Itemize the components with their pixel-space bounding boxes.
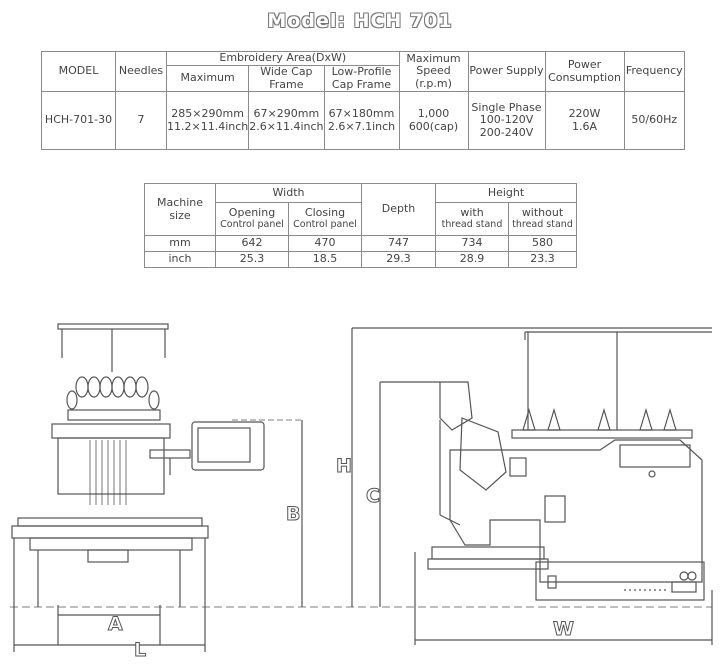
header-opening: Opening Control panel: [215, 202, 289, 236]
head-top: [51, 423, 171, 439]
cell-consumption-1: 220W: [568, 107, 601, 121]
header-height: Height: [435, 183, 577, 203]
cell-wide-mm: 67×290mm: [253, 107, 320, 121]
header-low-profile-cap-frame: Low-Profile Cap Frame: [323, 64, 400, 93]
cell-opening: 642: [215, 235, 289, 252]
cell-wide: 67×290mm 2.6×11.4inch: [248, 91, 325, 151]
header-needles: Needles: [115, 50, 167, 93]
spool-holder: [511, 429, 693, 439]
cell-with: 28.9: [435, 251, 509, 268]
header-closing-sub: Control panel: [293, 218, 357, 230]
header-power-supply: Power Supply: [467, 50, 546, 93]
header-with-stand: with thread stand: [435, 202, 509, 236]
cell-power-supply-2: 100-120V: [479, 113, 534, 127]
thread-cones: [522, 407, 677, 431]
cell-power-consumption: 220W 1.6A: [544, 91, 625, 151]
header-max-speed: Maximum Speed (r.p.m): [398, 50, 469, 93]
dimension-label-l: L: [134, 639, 146, 661]
header-closing-label: Closing: [304, 206, 346, 220]
cell-without: 23.3: [508, 251, 577, 268]
header-model: MODEL: [41, 50, 116, 93]
dimension-label-w: W: [553, 618, 574, 640]
header-opening-label: Opening: [228, 206, 276, 220]
cell-low: 67×180mm 2.6×7.1inch: [323, 91, 400, 151]
header-width: Width: [215, 183, 362, 203]
machine-base: [535, 561, 705, 601]
table-row: inch 25.3 18.5 29.3 28.9 23.3: [144, 251, 577, 268]
cell-model: HCH-701-30: [41, 91, 116, 151]
machine-body: [449, 439, 703, 583]
cell-maximum-mm: 285×290mm: [171, 107, 244, 121]
cell-with: 734: [435, 235, 509, 252]
cell-unit: inch: [144, 251, 216, 268]
cell-opening: 25.3: [215, 251, 289, 268]
cell-maximum-inch: 11.2×11.4inch: [167, 119, 249, 133]
dimension-label-a: A: [108, 613, 123, 635]
cell-closing: 18.5: [288, 251, 362, 268]
header-power-consumption: Power Consumption: [544, 50, 625, 93]
dimension-label-h: H: [336, 455, 352, 477]
cell-depth: 747: [361, 235, 436, 252]
header-maximum: Maximum: [165, 64, 250, 93]
header-depth: Depth: [361, 183, 436, 236]
page-title: Model: HCH 701: [267, 10, 453, 32]
header-closing: Closing Control panel: [288, 202, 362, 236]
cell-power-supply-3: 200-240V: [479, 126, 534, 140]
header-with-sub: thread stand: [441, 218, 503, 230]
side-view: [351, 327, 713, 645]
work-table: [17, 517, 203, 527]
thread-stand-bar: [57, 323, 169, 330]
header-machine-size: Machine size: [144, 183, 216, 236]
cell-speed: 1,000 600(cap): [398, 91, 469, 151]
header-embroidery-area: Embroidery Area(DxW): [166, 51, 400, 66]
cell-unit: mm: [144, 235, 216, 252]
needle-case: [459, 417, 507, 491]
table-row: mm 642 470 747 734 580: [144, 235, 577, 252]
cell-power-supply: Single Phase 100-120V 200-240V: [467, 91, 546, 151]
header-without-stand: without thread stand: [508, 202, 577, 236]
header-frequency: Frequency: [623, 50, 685, 93]
cell-maximum: 285×290mm 11.2×11.4inch: [165, 91, 250, 151]
header-with-label: with: [460, 206, 484, 220]
thread-spools: [66, 376, 161, 421]
header-wide-cap-frame: Wide Cap Frame: [248, 64, 325, 93]
header-without-label: without: [521, 206, 564, 220]
control-panel: [191, 421, 265, 471]
cell-speed-value: 1,000: [417, 107, 450, 121]
dimension-label-b: B: [286, 503, 300, 525]
cell-low-mm: 67×180mm: [328, 107, 395, 121]
cell-depth: 29.3: [361, 251, 436, 268]
cell-power-supply-1: Single Phase: [471, 100, 542, 114]
cell-speed-cap: 600(cap): [408, 119, 459, 133]
front-view: [11, 323, 303, 652]
cell-frequency: 50/60Hz: [623, 91, 685, 151]
machine-size-table: Machine size Width Depth Height Opening …: [144, 183, 577, 268]
cell-without: 580: [508, 235, 577, 252]
cell-wide-inch: 2.6×11.4inch: [249, 119, 324, 133]
cell-low-inch: 2.6×7.1inch: [327, 119, 396, 133]
dimension-label-c: C: [366, 485, 380, 507]
cell-needles: 7: [115, 91, 167, 151]
specification-table: MODEL Needles Embroidery Area(DxW) Maxim…: [41, 50, 685, 151]
head-side: [439, 381, 473, 431]
lower-arm: [431, 546, 545, 560]
head-body: [57, 437, 165, 495]
cell-closing: 470: [288, 235, 362, 252]
header-opening-sub: Control panel: [220, 218, 284, 230]
header-without-sub: thread stand: [512, 218, 573, 230]
machine-dimension-drawing: A B C H L W: [10, 323, 713, 662]
cell-consumption-2: 1.6A: [571, 119, 598, 133]
